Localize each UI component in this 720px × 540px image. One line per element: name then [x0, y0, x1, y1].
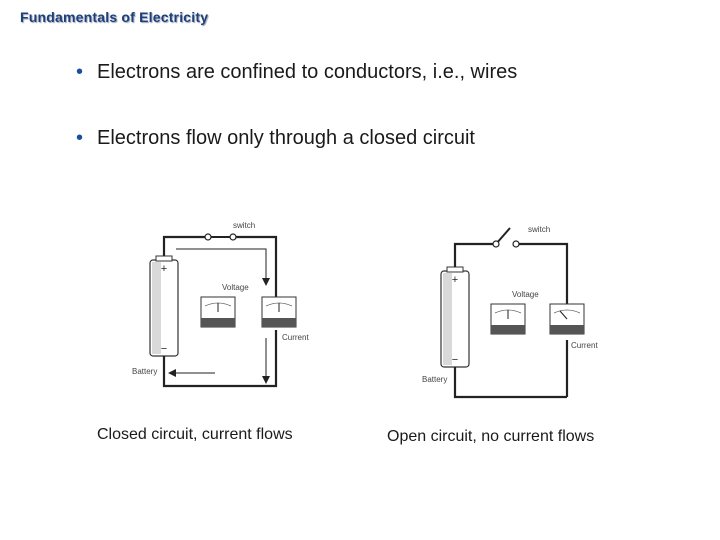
switch-label: switch [528, 225, 550, 234]
switch-open-icon [492, 227, 520, 248]
battery-icon: + − [440, 266, 470, 368]
open-circuit-diagram: + − switch Volta [422, 225, 598, 399]
closed-circuit-caption: Closed circuit, current flows [97, 426, 293, 443]
battery-label: Battery [132, 367, 157, 376]
ammeter-icon [261, 296, 297, 328]
switch-label: switch [233, 221, 255, 230]
bullet-dot: • [76, 127, 84, 149]
battery-icon: + − [149, 255, 179, 357]
battery-minus-sign: − [452, 354, 458, 366]
battery-label: Battery [422, 375, 447, 384]
voltmeter-icon [490, 303, 526, 335]
bullet-item-conductors: • Electrons are confined to conductors, i… [76, 61, 517, 84]
ammeter-icon [549, 303, 585, 335]
bullet-text: Electrons are confined to conductors, i.… [97, 61, 518, 83]
voltage-label: Voltage [512, 290, 539, 299]
current-label: Current [282, 333, 309, 342]
bullet-dot: • [76, 61, 84, 83]
closed-circuit-diagram: + − switch [132, 221, 309, 388]
voltmeter-icon [200, 296, 236, 328]
battery-plus-sign: + [161, 263, 167, 275]
voltage-label: Voltage [222, 283, 249, 292]
current-flow-arrows [168, 248, 270, 384]
bullet-item-closed-circuit: • Electrons flow only through a closed ci… [76, 127, 475, 150]
slide-title: Fundamentals of Electricity [20, 9, 209, 25]
battery-plus-sign: + [452, 274, 458, 286]
bullet-text: Electrons flow only through a closed cir… [97, 127, 475, 149]
circuit-wires [162, 235, 278, 388]
current-label: Current [571, 341, 598, 350]
battery-minus-sign: − [161, 343, 167, 355]
open-circuit-caption: Open circuit, no current flows [387, 428, 595, 445]
switch-closed-icon [204, 233, 237, 241]
circuit-wires [453, 242, 569, 399]
